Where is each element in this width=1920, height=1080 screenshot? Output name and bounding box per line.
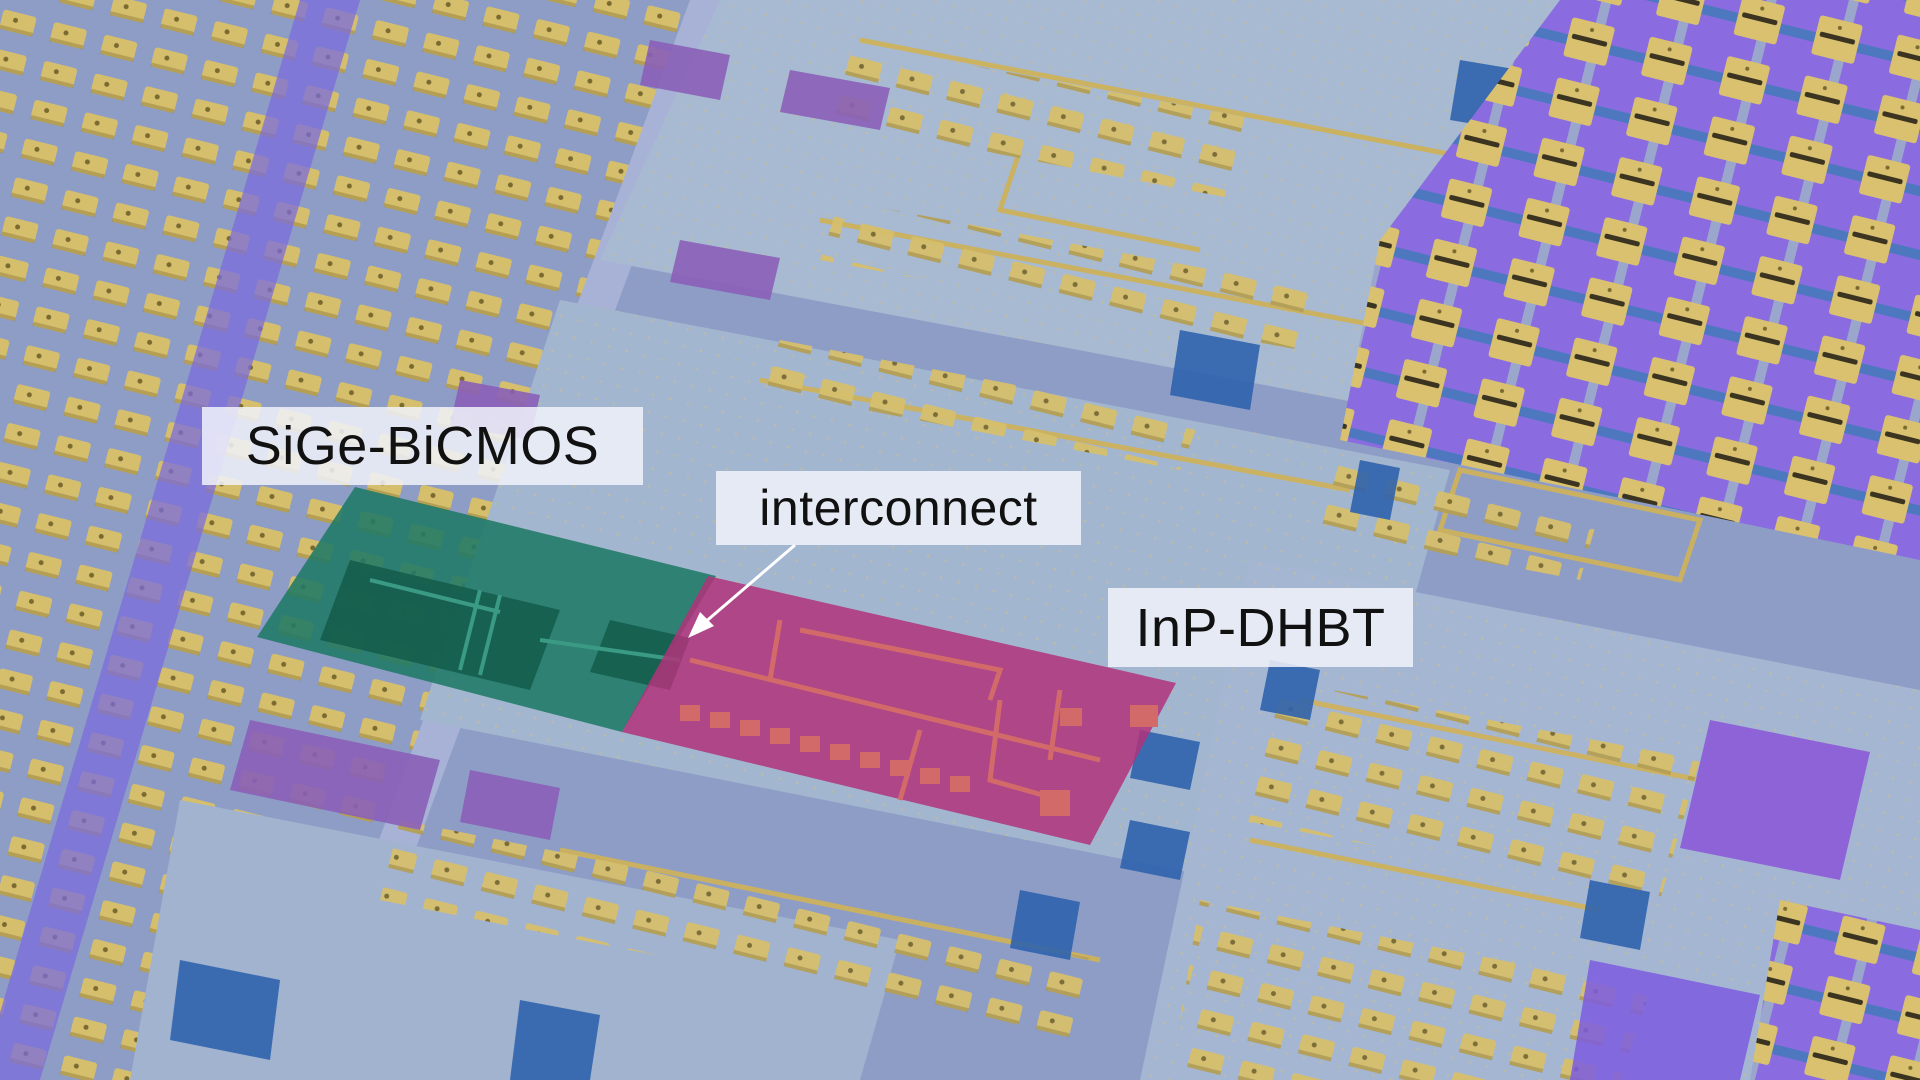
sige-bicmos-label: SiGe-BiCMOS [202,407,643,485]
inp-region [622,576,1176,845]
sige-region [257,487,716,732]
inp-dhbt-label: InP-DHBT [1108,588,1413,667]
interconnect-label: interconnect [716,471,1081,545]
interconnect-arrow-icon [688,543,796,638]
